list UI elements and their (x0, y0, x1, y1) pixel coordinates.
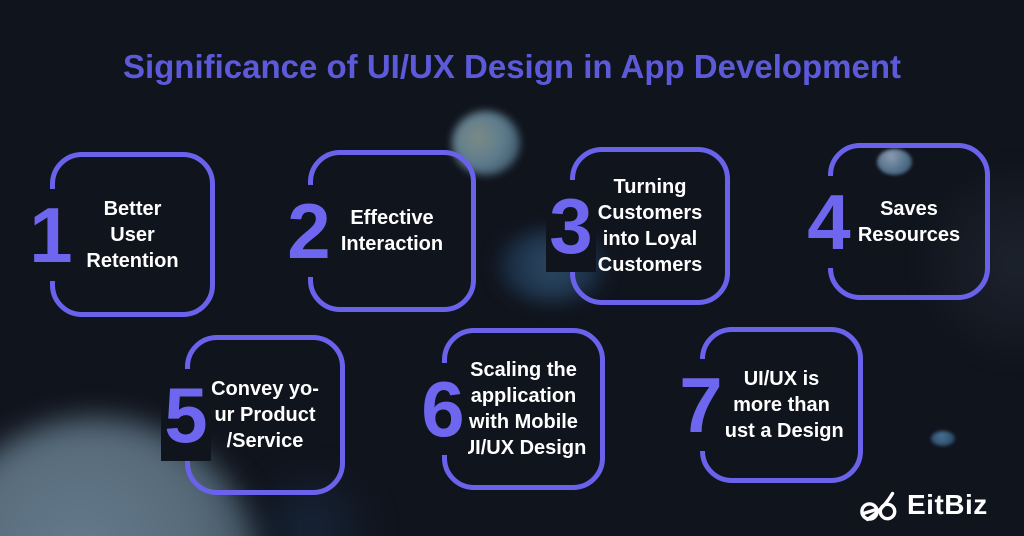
card-number: 6 (418, 363, 468, 455)
decor-dot-right (931, 431, 955, 446)
card-text: Convey yo- ur Product /Service (211, 378, 319, 452)
card-text: UI/UX is more than just a Design (719, 368, 844, 442)
card-text: Better User Retention (86, 197, 179, 272)
card-number: 1 (26, 188, 76, 281)
card-text: Scaling the application with Mobile UI/U… (460, 359, 587, 459)
card-number: 3 (546, 180, 596, 272)
info-card-loyal-customers: 3 Turning Customers into Loyal Customers (546, 147, 730, 305)
page-title: Significance of UI/UX Design in App Deve… (122, 48, 902, 85)
info-card-saves-resources: 4 Saves Resources (804, 143, 990, 300)
card-text: Saves Resources (857, 197, 961, 246)
card-text: Effective Interaction (340, 207, 444, 255)
card-text: Turning Customers into Loyal Customers (597, 176, 703, 276)
eitbiz-logo: EitBiz (856, 485, 988, 525)
info-card-better-user-retention: 1 Better User Retention (26, 152, 215, 317)
info-card-effective-interaction: 2 Effective Interaction (284, 150, 476, 312)
info-card-scaling-mobile-uiux: 6 Scaling the application with Mobile UI… (418, 328, 605, 490)
card-number: 4 (804, 175, 854, 268)
eb-monogram-icon (860, 491, 897, 522)
card-number: 7 (676, 359, 726, 451)
eitbiz-logo-text: EitBiz (907, 489, 988, 520)
card-number: 2 (284, 185, 334, 277)
info-card-more-than-design: 7 UI/UX is more than just a Design (676, 327, 863, 483)
info-card-convey-product-service: 5 Convey yo- ur Product /Service (161, 335, 345, 495)
card-number: 5 (161, 369, 211, 461)
